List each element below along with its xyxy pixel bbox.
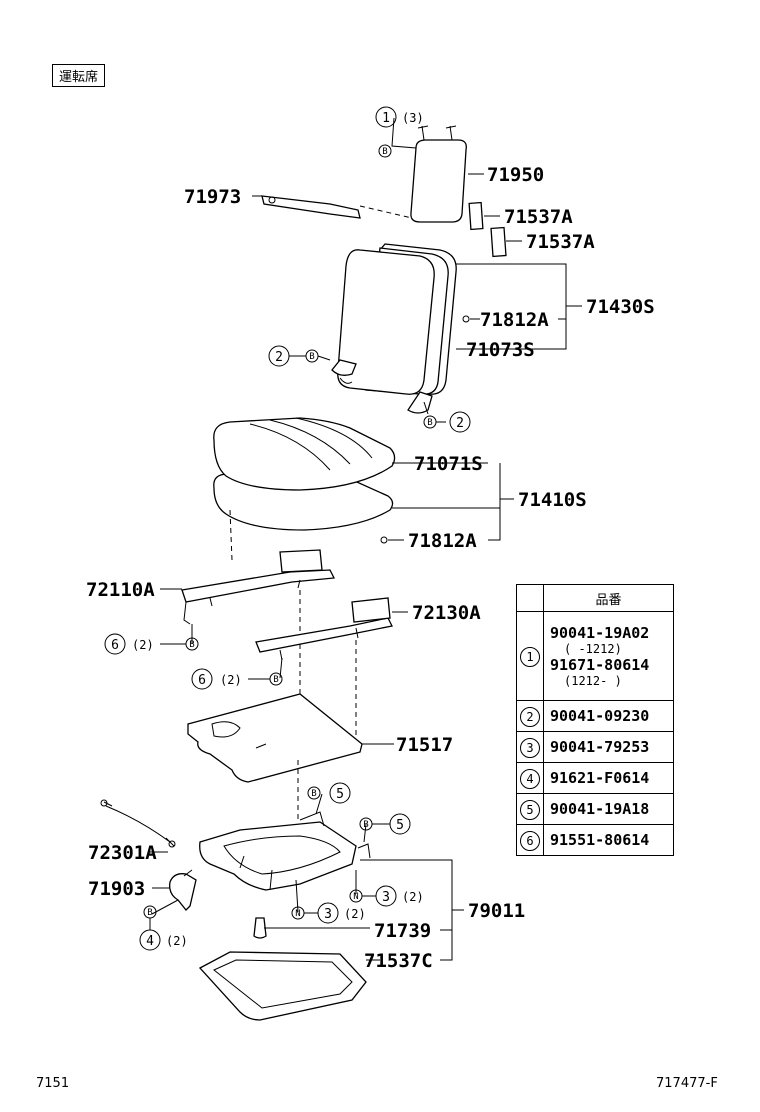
part-71537A-label-2: 71537A bbox=[526, 231, 595, 253]
part-note: ( -1212) bbox=[564, 642, 622, 656]
part-71903-label: 71903 bbox=[88, 878, 145, 900]
svg-text:5: 5 bbox=[396, 818, 404, 833]
svg-text:(2): (2) bbox=[344, 907, 366, 921]
svg-text:B: B bbox=[311, 789, 316, 799]
part-71537A-label-1: 71537A bbox=[504, 206, 573, 228]
svg-text:3: 3 bbox=[324, 907, 332, 922]
callout-4: B 4 (2) bbox=[139, 905, 188, 951]
part-number: 91551-80614 bbox=[543, 824, 674, 856]
part-number: 91671-80614 bbox=[550, 656, 650, 674]
row-number: 4 bbox=[520, 768, 540, 789]
seat-frame-79011[interactable] bbox=[199, 811, 371, 891]
callout-5-upper: B 5 bbox=[307, 782, 351, 804]
svg-text:2: 2 bbox=[456, 416, 464, 431]
part-71537C-label: 71537C bbox=[364, 950, 433, 972]
part-72110A-label: 72110A bbox=[86, 579, 155, 601]
part-72130A-label: 72130A bbox=[412, 602, 481, 624]
svg-text:6: 6 bbox=[111, 638, 119, 653]
svg-text:B: B bbox=[309, 352, 314, 362]
bumper-71739[interactable] bbox=[253, 917, 267, 939]
callout-5-lower: B 5 bbox=[359, 813, 411, 835]
seat-track-72130A[interactable] bbox=[255, 597, 393, 740]
part-note: (1212- ) bbox=[564, 674, 622, 688]
svg-text:B: B bbox=[363, 820, 368, 830]
callout-3-left: N 3 (2) bbox=[291, 902, 366, 924]
row-number: 2 bbox=[520, 706, 540, 727]
table-row: 2 90041-09230 bbox=[516, 700, 674, 732]
table-row: 6 91551-80614 bbox=[516, 824, 674, 856]
page-code: 7151 bbox=[36, 1076, 70, 1091]
part-number: 90041-09230 bbox=[543, 700, 674, 732]
clip-71812A-lower[interactable] bbox=[380, 536, 388, 544]
svg-text:3: 3 bbox=[382, 890, 390, 905]
clip-71812A-upper[interactable] bbox=[462, 315, 470, 323]
part-number: 91621-F0614 bbox=[543, 762, 674, 794]
part-72301A-label: 72301A bbox=[88, 842, 157, 864]
svg-text:2: 2 bbox=[275, 350, 283, 365]
callout-1: 1 (3) B bbox=[375, 106, 424, 158]
table-header-part-number: 品番 bbox=[543, 584, 674, 612]
fastener-part-table: 品番 1 90041-19A02 ( -1212) 91671-80614 (1… bbox=[516, 584, 674, 856]
callout-6-lower: 6 (2) B bbox=[191, 668, 283, 690]
table-corner bbox=[516, 584, 544, 612]
part-71950-label: 71950 bbox=[487, 164, 544, 186]
svg-text:(2): (2) bbox=[220, 673, 242, 687]
cable-72301A[interactable] bbox=[100, 799, 176, 848]
row-number: 6 bbox=[520, 830, 540, 851]
seat-cushion-71410S[interactable] bbox=[213, 417, 396, 531]
table-row: 1 90041-19A02 ( -1212) 91671-80614 (1212… bbox=[516, 611, 674, 701]
part-71071S-label: 71071S bbox=[414, 453, 483, 475]
svg-text:6: 6 bbox=[198, 673, 206, 688]
cover-71517[interactable] bbox=[187, 693, 363, 820]
svg-text:(2): (2) bbox=[132, 638, 154, 652]
callout-3-right: N 3 (2) bbox=[349, 885, 424, 907]
part-71410S-label: 71410S bbox=[518, 489, 587, 511]
lever-71973[interactable] bbox=[261, 195, 413, 219]
leader-lines bbox=[150, 117, 582, 961]
part-number: 90041-79253 bbox=[543, 731, 674, 763]
headrest-support-71537A-2[interactable] bbox=[490, 226, 507, 258]
illustration-code: 717477-F bbox=[656, 1076, 718, 1091]
row-number: 3 bbox=[520, 737, 540, 758]
svg-text:B: B bbox=[427, 418, 432, 428]
part-71517-label: 71517 bbox=[396, 734, 453, 756]
part-number: 90041-19A02 bbox=[550, 624, 650, 642]
svg-text:N: N bbox=[295, 909, 300, 919]
row-number: 5 bbox=[520, 799, 540, 820]
seat-track-72110A[interactable] bbox=[181, 509, 336, 700]
part-71973-label: 71973 bbox=[184, 186, 241, 208]
row-number: 1 bbox=[520, 646, 540, 667]
seatback-71430S[interactable] bbox=[331, 243, 457, 414]
table-row: 3 90041-79253 bbox=[516, 731, 674, 763]
svg-text:B: B bbox=[382, 147, 387, 157]
callout-2-right: B 2 bbox=[423, 411, 471, 433]
svg-text:B: B bbox=[273, 675, 278, 685]
table-row: 4 91621-F0614 bbox=[516, 762, 674, 794]
callout-6-upper: 6 (2) B bbox=[104, 633, 199, 655]
part-71073S-label: 71073S bbox=[466, 339, 535, 361]
svg-text:(2): (2) bbox=[402, 890, 424, 904]
headrest-support-71537A-1[interactable] bbox=[468, 201, 484, 231]
lever-71903[interactable] bbox=[169, 869, 197, 911]
svg-text:N: N bbox=[353, 892, 358, 902]
callout-2-left: 2 B bbox=[268, 345, 319, 367]
part-71812A-label-1: 71812A bbox=[480, 309, 549, 331]
headrest-71950[interactable] bbox=[410, 125, 467, 223]
svg-text:1: 1 bbox=[382, 111, 390, 126]
svg-text:4: 4 bbox=[146, 934, 154, 949]
part-79011-label: 79011 bbox=[468, 900, 525, 922]
part-71812A-label-2: 71812A bbox=[408, 530, 477, 552]
part-71430S-label: 71430S bbox=[586, 296, 655, 318]
table-row: 5 90041-19A18 bbox=[516, 793, 674, 825]
part-71739-label: 71739 bbox=[374, 920, 431, 942]
svg-text:B: B bbox=[189, 640, 194, 650]
part-number: 90041-19A18 bbox=[543, 793, 674, 825]
svg-text:(3): (3) bbox=[402, 111, 424, 125]
svg-text:5: 5 bbox=[336, 787, 344, 802]
gasket-71537C[interactable] bbox=[198, 951, 367, 1021]
seat-position-label: 運転席 bbox=[52, 64, 106, 87]
svg-text:B: B bbox=[147, 908, 152, 918]
svg-text:(2): (2) bbox=[166, 934, 188, 948]
